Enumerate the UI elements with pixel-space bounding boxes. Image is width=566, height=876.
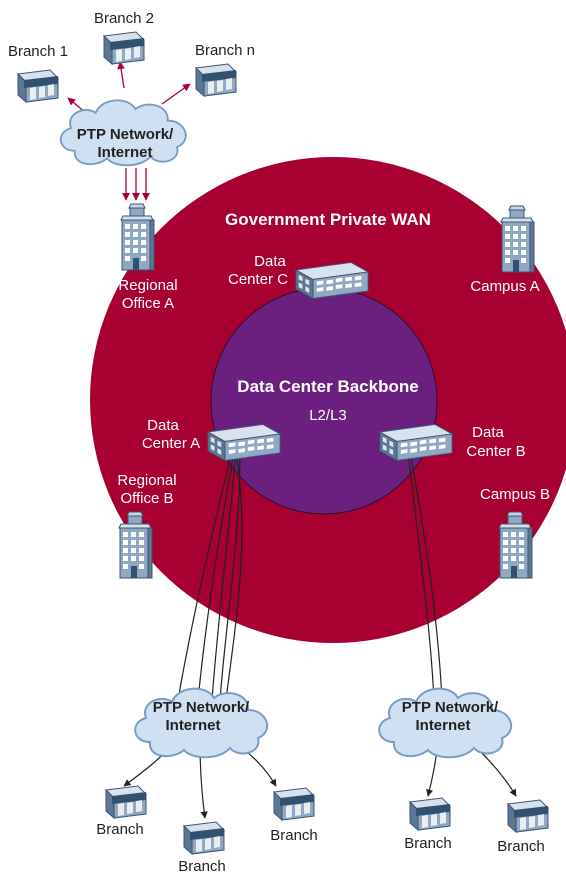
- regional-office-a-label-line1: Regional: [118, 277, 177, 294]
- branch-bottom-left-2-label: Branch: [178, 858, 226, 875]
- data-center-backbone-ring: [210, 287, 438, 515]
- branch-bottom-left-1-storefront-icon: [105, 785, 147, 819]
- branch-bottom-right-2-storefront-icon: [507, 799, 549, 833]
- bottom-right-links: [407, 451, 443, 701]
- campus-b-label: Campus B: [480, 486, 550, 503]
- backbone-subtitle: L2/L3: [309, 407, 347, 424]
- bottom-left-links: [177, 451, 243, 701]
- bottom-right-cloud-label-line2: Internet: [415, 717, 470, 734]
- branch-bottom-left-2-storefront-icon: [183, 821, 225, 855]
- branch-1-storefront-icon: [17, 69, 59, 103]
- branch-2-storefront-icon: [103, 31, 145, 65]
- regional-office-b-label-line1: Regional: [117, 472, 176, 489]
- top-cloud-label-line1: PTP Network/: [77, 126, 174, 143]
- data-center-a-label-line1: Data: [147, 417, 179, 434]
- branch-2-label: Branch 2: [94, 10, 154, 27]
- branch-1-label: Branch 1: [8, 43, 68, 60]
- branch-bottom-left-3-label: Branch: [270, 827, 318, 844]
- data-center-a-label-line2: Center A: [142, 435, 200, 452]
- bottom-left-cloud-label-line2: Internet: [165, 717, 220, 734]
- branch-n-label: Branch n: [195, 42, 255, 59]
- branch-bottom-right-2-label: Branch: [497, 838, 545, 855]
- data-center-b-label-line1: Data: [472, 424, 504, 441]
- data-center-c-label-line1: Data: [254, 253, 286, 270]
- backbone-title: Data Center Backbone: [237, 377, 418, 396]
- bottom-right-cloud-label-line1: PTP Network/: [402, 699, 499, 716]
- top-cloud-links: [67, 61, 191, 201]
- top-cloud-label-line2: Internet: [97, 144, 152, 161]
- regional-office-a-tower-icon: [120, 203, 155, 271]
- data-center-c-label-line2: Center C: [228, 271, 288, 288]
- wan-title: Government Private WAN: [225, 210, 431, 229]
- branch-bottom-left-1-label: Branch: [96, 821, 144, 838]
- branch-bottom-right-1-storefront-icon: [409, 797, 451, 831]
- branch-bottom-right-1-label: Branch: [404, 835, 452, 852]
- regional-office-b-label-line2: Office B: [120, 490, 173, 507]
- branch-bottom-left-3-storefront-icon: [273, 787, 315, 821]
- campus-a-label: Campus A: [470, 278, 539, 295]
- data-center-b-label-line2: Center B: [466, 443, 525, 460]
- regional-office-a-label-line2: Office A: [122, 295, 174, 312]
- branch-n-storefront-icon: [195, 63, 237, 97]
- bottom-left-cloud-label-line1: PTP Network/: [153, 699, 250, 716]
- campus-a-tower-icon: [500, 205, 535, 273]
